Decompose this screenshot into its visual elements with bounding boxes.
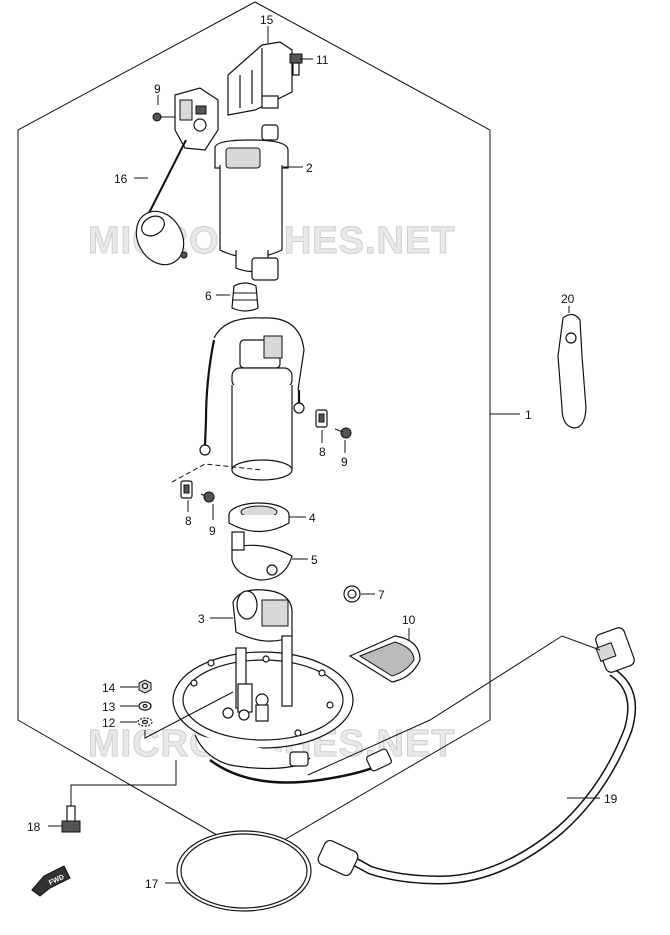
callout-4: 4 (309, 511, 316, 525)
part-8-clip-right[interactable] (315, 409, 328, 428)
base-harness (209, 758, 381, 784)
callout-8-right: 8 (319, 445, 326, 459)
part-8-clip-left[interactable] (180, 480, 193, 499)
callout-3: 3 (198, 612, 205, 626)
callout-16: 16 (114, 172, 128, 186)
part-20-clamp[interactable] (557, 313, 587, 429)
callout-20: 20 (561, 292, 575, 306)
part-9-screw-left[interactable] (200, 491, 215, 503)
part-9-screw-top[interactable] (152, 112, 176, 122)
leader-12-to-base (144, 691, 234, 739)
part-9-screw-right[interactable] (334, 427, 352, 439)
fwd-arrow-icon: FWD (31, 865, 71, 897)
part-10-filter-screen[interactable] (348, 635, 421, 683)
pump-base-plate[interactable] (172, 635, 354, 770)
part-5-plate[interactable] (231, 531, 293, 581)
leader-lines (48, 26, 601, 884)
callout-9-right: 9 (341, 455, 348, 469)
callout-9-top: 9 (154, 82, 161, 96)
callout-19: 19 (604, 792, 618, 806)
callout-5: 5 (311, 553, 318, 567)
part-3-pressure-regulator[interactable] (232, 589, 293, 642)
part-2-filter-housing[interactable] (214, 124, 289, 281)
part-12-lock-washer[interactable] (137, 717, 153, 727)
part-15-bracket[interactable] (227, 41, 293, 116)
callout-1: 1 (525, 408, 532, 422)
part-14-nut[interactable] (138, 679, 152, 694)
part-19-fuel-hose[interactable] (316, 626, 637, 885)
callout-10: 10 (402, 613, 416, 627)
level-sender-unit[interactable] (174, 87, 219, 151)
part-7-o-ring[interactable] (343, 585, 361, 603)
part-4-pump-holder[interactable] (228, 502, 290, 532)
callout-2: 2 (306, 161, 313, 175)
callout-14: 14 (102, 681, 116, 695)
part-6-rubber-cushion[interactable] (231, 282, 259, 312)
part-13-washer[interactable] (138, 701, 152, 711)
callout-6: 6 (205, 289, 212, 303)
callout-8-left: 8 (185, 514, 192, 528)
leader-18-to-base (70, 760, 177, 806)
part-18-bolt[interactable] (61, 805, 81, 833)
part-16-float-arm[interactable] (127, 139, 193, 273)
callout-13: 13 (102, 700, 116, 714)
callout-9-left: 9 (209, 524, 216, 538)
callout-labels: 15 11 9 2 16 6 20 1 8 9 8 9 4 5 7 3 10 1… (27, 13, 618, 891)
dashed-guide-left (171, 463, 263, 483)
part-17-gasket[interactable] (176, 830, 312, 912)
callout-18: 18 (27, 820, 41, 834)
callout-17: 17 (145, 877, 159, 891)
harness-connector[interactable] (366, 748, 393, 772)
callout-15: 15 (260, 13, 274, 27)
callout-12: 12 (102, 716, 116, 730)
callout-11: 11 (316, 53, 329, 67)
callout-7: 7 (378, 588, 385, 602)
fuel-pump[interactable] (199, 317, 305, 481)
